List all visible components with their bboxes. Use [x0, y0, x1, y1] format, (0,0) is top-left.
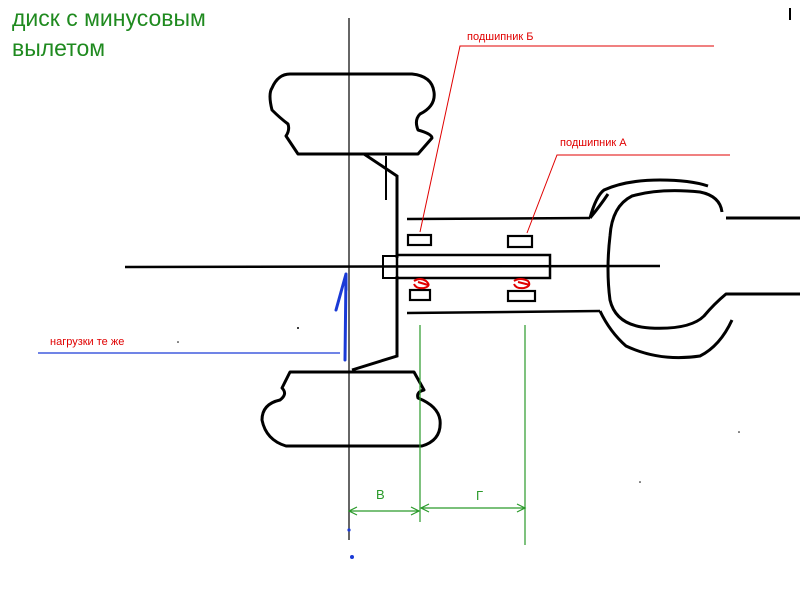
title-line-1: диск с минусовым [12, 5, 206, 31]
bearing-a-bottom [506, 289, 537, 303]
blue-dot-small [347, 528, 351, 532]
bearing-a-top [506, 234, 534, 249]
knuckle-lower-curve [598, 310, 734, 360]
dimension-label-g: Г [476, 488, 484, 503]
dimension-label-v: В [376, 487, 385, 502]
axle-centerline [124, 264, 661, 269]
leader-bearing-b [419, 45, 714, 233]
blue-dot [350, 555, 354, 559]
label-loads: нагрузки те же [50, 336, 125, 348]
lower-tire-outline [260, 370, 442, 448]
knuckle-outline [588, 178, 800, 220]
bearing-b-marker [413, 278, 430, 290]
diagram-title: диск с минусовым вылетом [12, 3, 206, 63]
disc-lower-spoke [351, 276, 399, 372]
axle-shaft [395, 253, 552, 280]
label-bearing-b: подшипник Б [467, 31, 534, 43]
dim-arrowheads [347, 503, 527, 516]
title-line-2: вылетом [12, 35, 106, 61]
knuckle-inner-curve [606, 189, 800, 330]
bearing-b-bottom [408, 288, 432, 302]
stray-dot-4 [639, 481, 641, 483]
stray-dot-1 [297, 327, 299, 329]
bearing-a-marker [513, 278, 531, 290]
stray-dot-3 [738, 431, 740, 433]
load-arrow [334, 272, 348, 362]
bearing-b-top [406, 233, 433, 247]
disc-upper-spoke [363, 152, 399, 258]
stray-dot-2 [177, 341, 179, 343]
housing-top-line [406, 216, 591, 221]
label-bearing-a: подшипник А [560, 137, 627, 149]
leader-bearing-a [526, 154, 730, 234]
housing-bottom-line [406, 309, 601, 315]
upper-tire-outline [268, 72, 436, 156]
